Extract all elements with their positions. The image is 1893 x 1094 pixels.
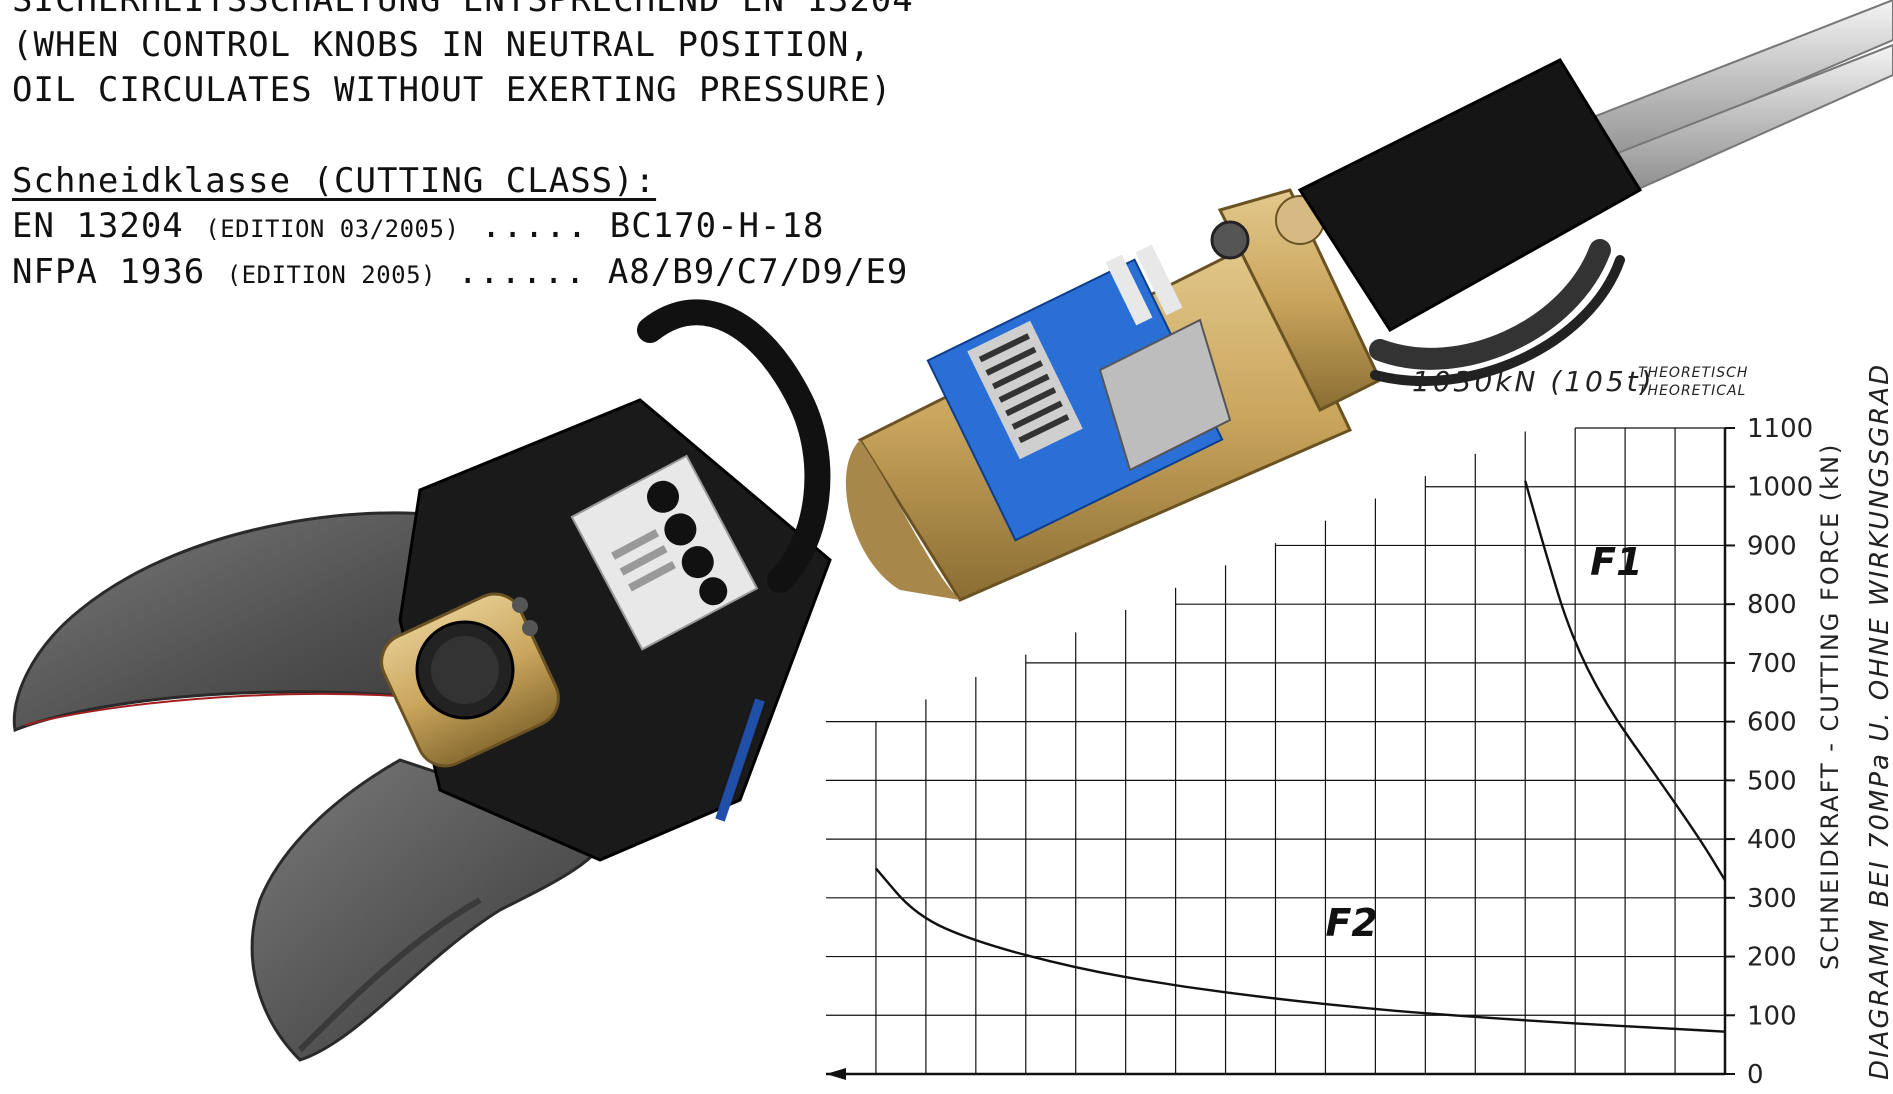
chart-grid [826,427,1726,1074]
series-line-f1 [1524,480,1727,881]
standard-name: EN 13204 [12,206,184,246]
y-tick-label: 300 [1747,884,1797,914]
y-tick-label: 200 [1747,943,1797,973]
class-value: A8/B9/C7/D9/E9 [607,252,909,292]
rear-collar [1210,188,1382,413]
standard-edition: (EDITION 2005) [226,261,437,289]
class-value: BC170-H-18 [609,206,825,246]
y-tick-label: 100 [1747,1001,1797,1031]
control-knob [380,592,560,768]
cutting-class-heading: Schneidklasse (CUTTING CLASS): [12,161,657,201]
y-tick-label: 1100 [1747,414,1813,444]
y-tick-label: 500 [1747,766,1797,796]
x-axis-arrow [826,1068,846,1080]
y-axis-label-secondary: DIAGRAMM BEI 70MPa U. OHNE WIRKUNGSGRAD [1865,363,1893,1080]
gold-cylinder-body [845,237,1353,602]
rear-handle [1297,58,1643,387]
y-tick-label: 0 [1747,1060,1764,1090]
standard-name: NFPA 1936 [12,252,206,292]
y-tick-label: 1000 [1747,473,1813,503]
y-tick-label: 700 [1747,649,1797,679]
series-label-f2: F2 [1325,901,1377,945]
theoretical-label-en: THEORETICAL [1638,383,1746,399]
y-tick-label: 600 [1747,708,1797,738]
cutting-class-row-nfpa: NFPA 1936 (EDITION 2005) ...... A8/B9/C7… [12,250,908,297]
lower-jaw-blade [250,758,612,1062]
max-force-label: 1030kN (105t) [1412,365,1655,398]
theoretical-label-de: THEORETISCH [1638,365,1748,381]
warning-sticker [570,454,759,651]
series-label-f1: F1 [1590,540,1642,584]
safety-text-line-2: (WHEN CONTROL KNOBS IN NEUTRAL POSITION, [12,25,871,65]
upper-jaw-blade [12,511,472,733]
safety-text-line-3: OIL CIRCULATES WITHOUT EXERTING PRESSURE… [12,70,893,110]
y-axis-label: SCHNEIDKRAFT - CUTTING FORCE (kN) [1816,443,1844,970]
y-tick-labels: 0 100 200 300 400 500 600 700 800 900 1000 1100 [1725,414,1813,1090]
chart-axes [826,428,1727,1080]
y-tick-label: 800 [1747,590,1797,620]
safety-text-line-1: SICHERHEITSSCHALTUNG ENTSPRECHEND EN 132… [12,0,914,20]
y-tick-label: 900 [1747,531,1797,561]
leader-dots: ...... [457,252,587,292]
y-tick-label: 400 [1747,825,1797,855]
leader-dots: ..... [480,206,589,246]
standard-edition: (EDITION 03/2005) [205,215,460,243]
series-line-f2 [875,867,1726,1033]
cutting-class-row-en: EN 13204 (EDITION 03/2005) ..... BC170-H… [12,204,824,251]
carry-handle [637,299,831,593]
